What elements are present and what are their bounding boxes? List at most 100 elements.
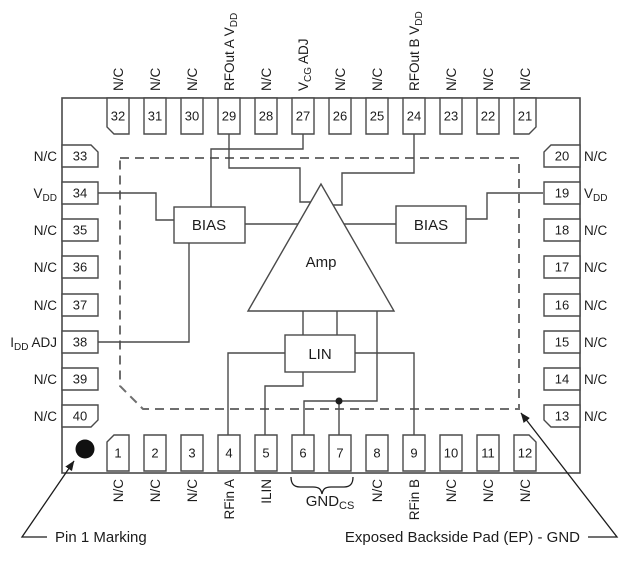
pin-22-number: 22	[481, 109, 495, 124]
pin-2-label: N/C	[148, 479, 163, 503]
pin-1-box	[106, 434, 130, 472]
pin-26: 26N/C	[328, 68, 352, 135]
pin-39-number: 39	[73, 372, 87, 387]
wire-rfin-a-to-lin	[227, 352, 285, 435]
pin-6-box	[291, 434, 315, 472]
pin-37-box	[61, 293, 99, 317]
pin-33-box	[61, 144, 99, 168]
pin-36-number: 36	[73, 260, 87, 275]
pin-7-number: 7	[336, 446, 343, 461]
pin-17-label: N/C	[584, 260, 608, 275]
pin-20-number: 20	[555, 149, 569, 164]
lin-block	[284, 334, 356, 373]
pin-19-number: 19	[555, 186, 569, 201]
pin-37: 37 N/C	[34, 293, 99, 317]
pin-3-label: N/C	[185, 479, 200, 503]
pin-38-box	[61, 330, 99, 354]
pin-40-label: N/C	[34, 409, 58, 424]
wire-rfout-b-vdd-to-amp	[333, 134, 415, 206]
pin-37-number: 37	[73, 298, 87, 313]
ep-leader-line	[520, 412, 619, 538]
pin-31: 31N/C	[143, 68, 167, 135]
pin-4-label: RFin A	[222, 479, 237, 520]
pin-21: 21N/C	[513, 68, 537, 135]
pin-9-box	[402, 434, 426, 472]
pin-8-box	[365, 434, 389, 472]
pin-3-number: 3	[188, 446, 195, 461]
pin-22: 22 N/C	[476, 68, 500, 135]
pin-23-box	[439, 97, 463, 135]
pin-35-number: 35	[73, 223, 87, 238]
pin-23: 23N/C	[439, 68, 463, 135]
pin-33-label: N/C	[34, 149, 58, 164]
pin-29-label: RFOut A VDD	[222, 13, 240, 91]
pin-6-number: 6	[299, 446, 306, 461]
wire-bias-right-to-vdd19	[466, 192, 543, 220]
pin-38-number: 38	[73, 335, 87, 350]
pin-15-number: 15	[555, 335, 569, 350]
pin-40-number: 40	[73, 409, 87, 424]
pin-40: 40 N/C	[34, 404, 99, 428]
pin-32-box	[106, 97, 130, 135]
pin-7: 7	[328, 434, 352, 472]
pin-10: 10N/C	[439, 434, 463, 503]
wire-lin-to-rfin-b	[355, 352, 415, 435]
pin-8-number: 8	[373, 446, 380, 461]
pin-35-box	[61, 218, 99, 242]
pin-32-number: 32	[111, 109, 125, 124]
wire-amp-to-gnd6	[303, 311, 378, 435]
pin-28: 28N/C	[254, 68, 278, 135]
pin-12: 12N/C	[513, 434, 537, 502]
pin-1-label: N/C	[111, 479, 126, 503]
pin-36-label: N/C	[34, 260, 58, 275]
pin-9-label: RFin B	[407, 479, 422, 520]
gnd-cs-label: GNDCS	[306, 493, 355, 512]
pin-16-label: N/C	[584, 298, 608, 313]
wires	[98, 134, 543, 435]
pin-17: 17 N/C	[543, 255, 608, 279]
pin-30-box	[180, 97, 204, 135]
pin-13-number: 13	[555, 409, 569, 424]
pin-4-box	[217, 434, 241, 472]
pin-10-box	[439, 434, 463, 472]
pin-22-label: N/C	[481, 68, 496, 92]
pin-16-number: 16	[555, 298, 569, 313]
pin-10-label: N/C	[444, 479, 459, 503]
amp-label: Amp	[306, 254, 337, 271]
pin-36: 36 N/C	[34, 255, 99, 279]
pin-33: 33N/C	[34, 144, 99, 168]
pin-11-number: 11	[481, 446, 495, 461]
pin-23-number: 23	[444, 109, 458, 124]
pin-30-label: N/C	[185, 68, 200, 92]
wire-vcg-adj-to-bias-left	[210, 134, 304, 207]
pin-18-label: N/C	[584, 223, 608, 238]
pin-20-box	[543, 144, 581, 168]
pin-27-label: VCG ADJ	[296, 38, 314, 91]
pin-11: 11N/C	[476, 434, 500, 502]
pin-31-box	[143, 97, 167, 135]
pin-40-box	[61, 404, 99, 428]
pin-25-number: 25	[370, 109, 384, 124]
gnd-cs-brace	[290, 476, 354, 495]
pin-17-number: 17	[555, 260, 569, 275]
pin-13-box	[543, 404, 581, 428]
pin-22-box	[476, 97, 500, 135]
pin-28-number: 28	[259, 109, 273, 124]
pin-11-box	[476, 434, 500, 472]
pin-15-box	[543, 330, 581, 354]
package-outline	[61, 97, 581, 474]
pin-35: 35N/C	[34, 218, 99, 242]
pin-37-label: N/C	[34, 298, 58, 313]
pin-15-label: N/C	[584, 335, 608, 350]
pin-2: 2N/C	[143, 434, 167, 503]
pin-32-label: N/C	[111, 68, 126, 92]
